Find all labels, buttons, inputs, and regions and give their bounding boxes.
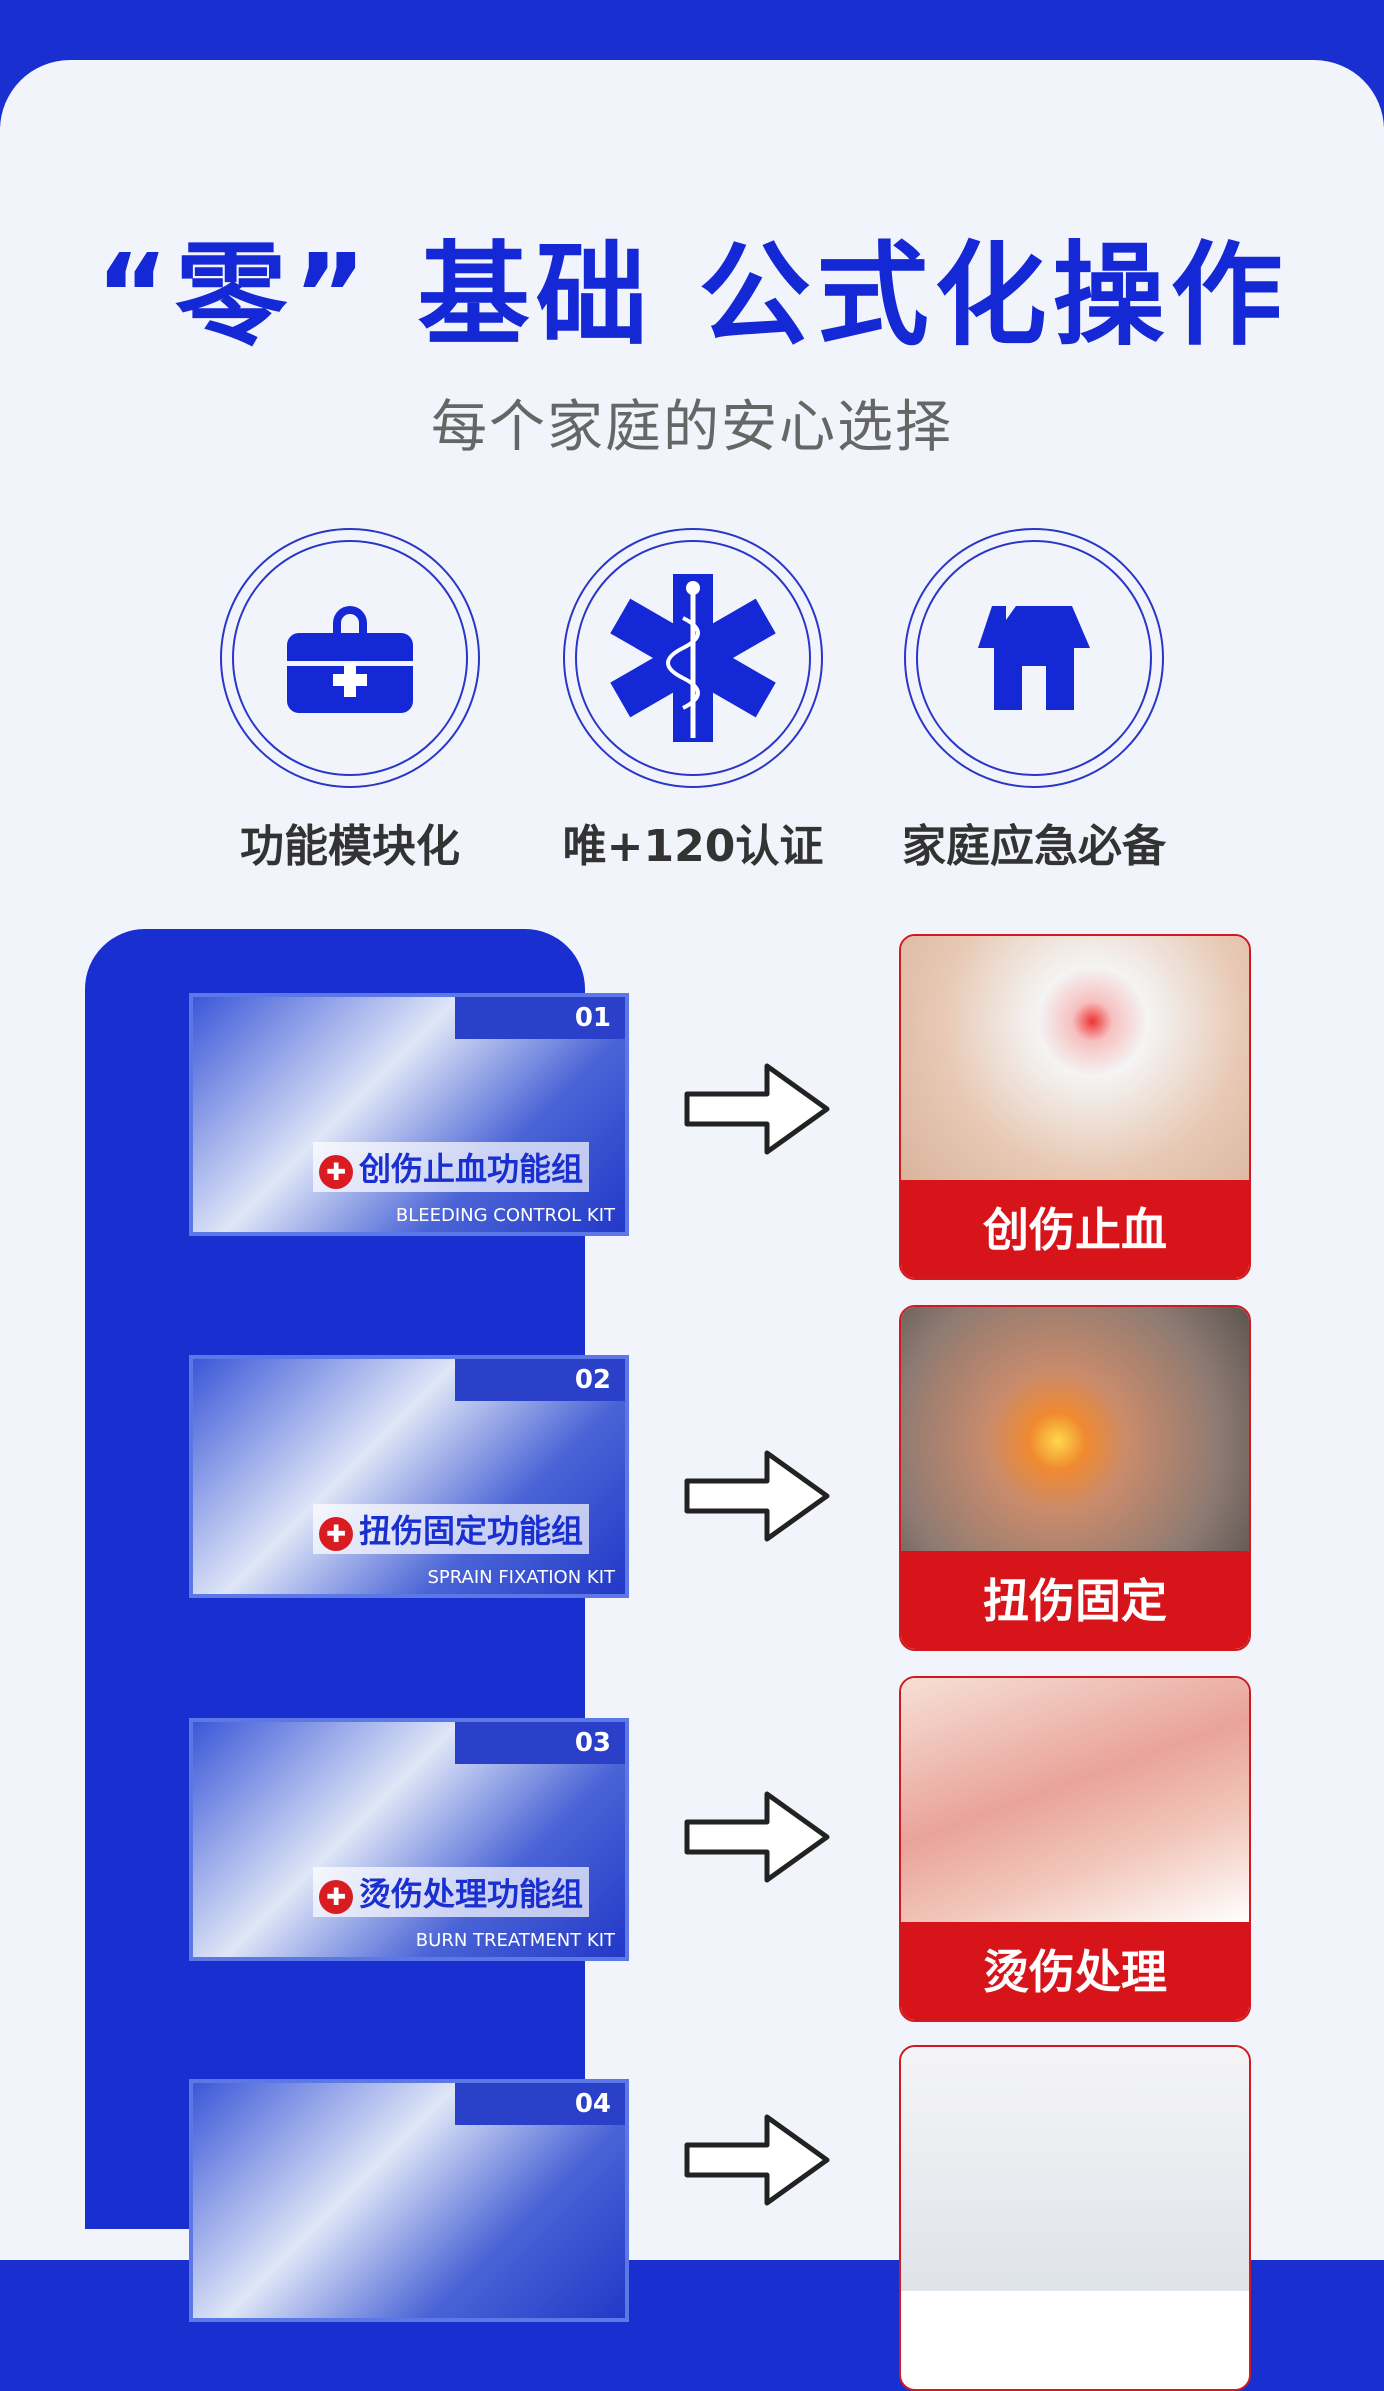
house-icon (916, 540, 1152, 776)
arrow-right-icon (684, 1063, 830, 1155)
photo-04 (899, 2045, 1251, 2391)
feature-family-emergency: 家庭应急必备 (902, 528, 1166, 874)
first-aid-kit-icon (232, 540, 468, 776)
photo-sprain: 扭伤固定 (899, 1305, 1251, 1651)
arrow-right-icon (684, 2114, 830, 2206)
kit-image-sprain: 02扭伤固定功能组SPRAIN FIXATION KIT (189, 1355, 629, 1598)
kit-image-bleeding: 01创伤止血功能组BLEEDING CONTROL KIT (189, 993, 629, 1236)
photo-bleeding: 创伤止血 (899, 934, 1251, 1280)
star-of-life-icon (575, 540, 811, 776)
page-title: “零” 基础 公式化操作 (95, 231, 1289, 361)
kit-image-04: 04 (189, 2079, 629, 2322)
feature-modular: 功能模块化 (220, 528, 480, 874)
kit-image-burn: 03烫伤处理功能组BURN TREATMENT KIT (189, 1718, 629, 1961)
arrow-right-icon (684, 1450, 830, 1542)
feature-120-certified: 唯+120认证 (563, 528, 823, 874)
arrow-right-icon (684, 1791, 830, 1883)
photo-burn: 烫伤处理 (899, 1676, 1251, 2022)
page-subtitle: 每个家庭的安心选择 (431, 395, 953, 460)
